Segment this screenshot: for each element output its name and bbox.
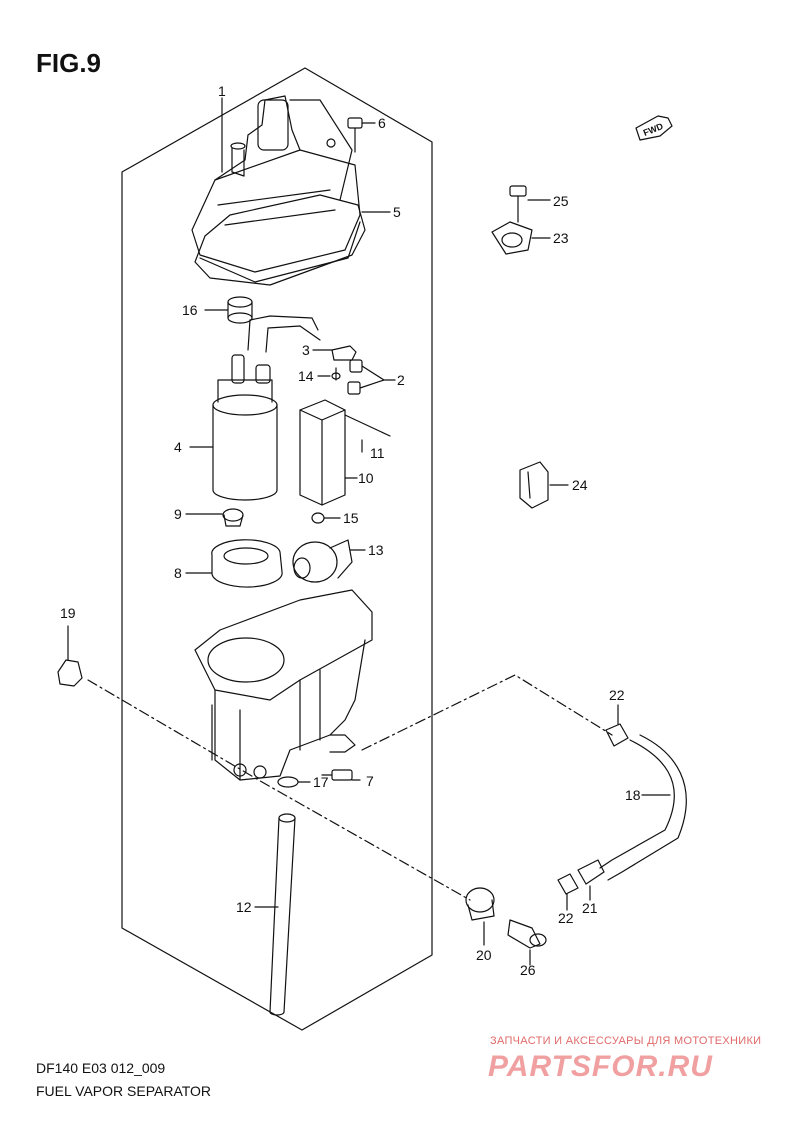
pump-holder	[185, 539, 283, 588]
callout-1: 1	[218, 83, 226, 99]
callout-6: 6	[378, 115, 386, 131]
assembly-outline	[121, 67, 433, 1031]
watermark-tagline: ЗАПЧАСТИ И АКСЕССУАРЫ ДЛЯ МОТОТЕХНИКИ	[490, 1035, 762, 1047]
regulator	[292, 539, 366, 583]
callout-8: 8	[174, 565, 182, 581]
clamp-22-bottom	[557, 873, 579, 911]
callout-3: 3	[302, 342, 310, 358]
callout-19: 19	[60, 605, 76, 621]
screw-14	[317, 367, 341, 381]
diagram-caption: FUEL VAPOR SEPARATOR	[36, 1083, 212, 1099]
callout-22-top: 22	[609, 687, 625, 703]
fuel-filter	[299, 399, 358, 506]
fuel-pump	[189, 354, 278, 501]
bolt-26	[507, 919, 547, 966]
hose-18	[599, 734, 687, 881]
wire-11	[344, 414, 391, 453]
bolt-7	[321, 769, 361, 781]
gasket	[194, 194, 366, 286]
screw-6	[347, 117, 376, 153]
screw-15	[311, 512, 341, 524]
clamp-23	[491, 221, 551, 255]
callout-24: 24	[572, 477, 588, 493]
center-line-19	[87, 679, 471, 901]
bolt-25	[509, 185, 551, 223]
hose-12	[254, 813, 296, 1016]
callout-23: 23	[553, 230, 569, 246]
callout-10: 10	[358, 470, 374, 486]
callout-15: 15	[343, 510, 359, 526]
callout-4: 4	[174, 439, 182, 455]
callout-18: 18	[625, 787, 641, 803]
separator-bowl	[194, 589, 373, 781]
callout-16: 16	[182, 302, 198, 318]
callout-25: 25	[553, 193, 569, 209]
callout-26: 26	[520, 962, 536, 978]
fwd-arrow	[635, 115, 673, 141]
clamp-22-top	[605, 704, 629, 747]
bracket-24	[519, 461, 569, 509]
hose-21	[577, 859, 605, 901]
watermark-logo: PARTSFOR.RU	[488, 1050, 713, 1083]
terminals-2	[347, 359, 396, 395]
washer-17	[277, 776, 311, 788]
callout-14: 14	[298, 368, 314, 384]
callout-7: 7	[366, 773, 374, 789]
grommet-19	[57, 625, 83, 687]
diagram-code: DF140 E03 012_009	[36, 1060, 166, 1076]
harness	[247, 315, 321, 353]
callout-13: 13	[368, 542, 384, 558]
callout-21: 21	[582, 900, 598, 916]
callout-20: 20	[476, 947, 492, 963]
callout-9: 9	[174, 506, 182, 522]
figure-title: FIG.9	[36, 48, 102, 78]
callout-2: 2	[397, 372, 405, 388]
grommet-20	[465, 887, 495, 946]
callout-22-bottom: 22	[558, 910, 574, 926]
center-line-hose	[361, 674, 613, 751]
callout-17: 17	[313, 774, 329, 790]
callout-11: 11	[370, 445, 385, 461]
ring-9	[185, 508, 244, 527]
top-cover	[191, 95, 361, 283]
callout-12: 12	[236, 899, 252, 915]
clip-3	[312, 345, 357, 361]
grommet-16	[204, 296, 253, 324]
callout-5: 5	[393, 204, 401, 220]
